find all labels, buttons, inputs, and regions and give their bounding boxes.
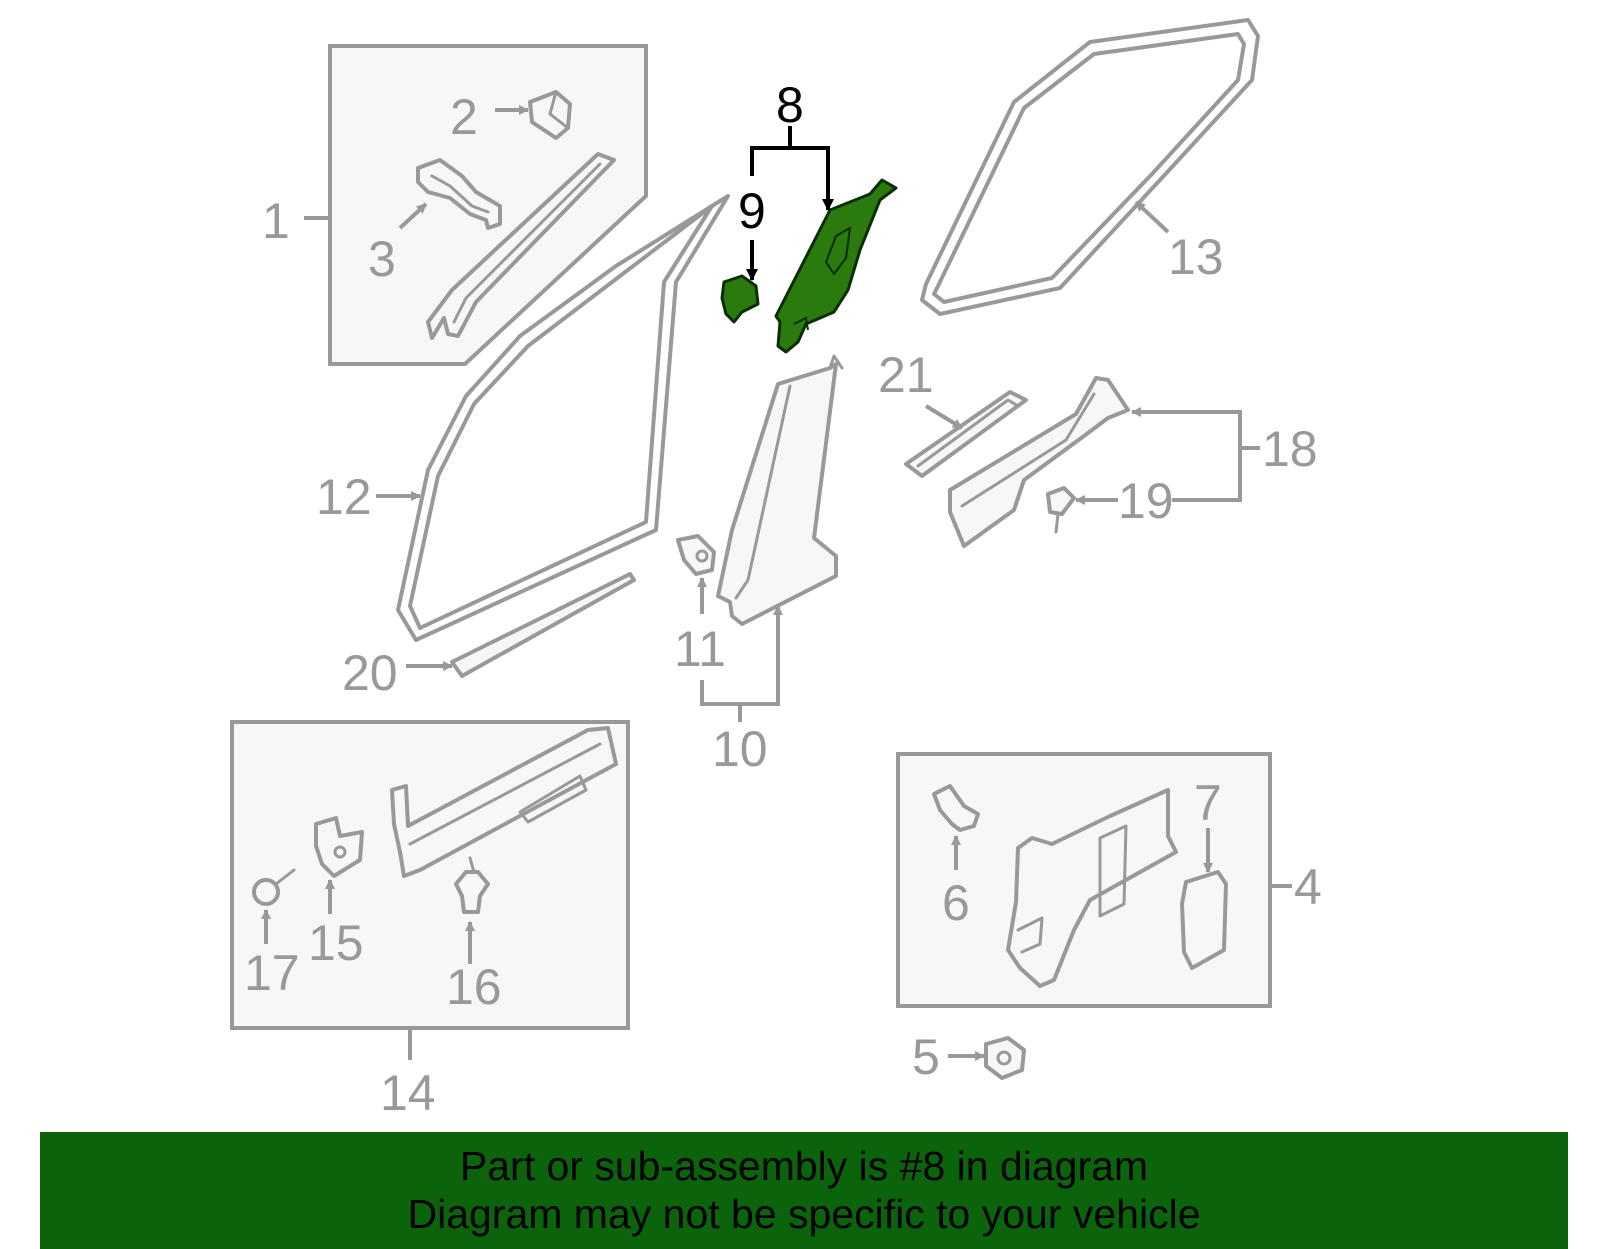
assembly-box-1 <box>304 44 648 366</box>
callout-17: 17 <box>244 945 300 1001</box>
callout-9: 9 <box>738 183 766 239</box>
callout-16: 16 <box>446 959 502 1015</box>
callout-15: 15 <box>308 915 364 971</box>
callout-6: 6 <box>942 875 970 931</box>
callout-11: 11 <box>674 621 726 677</box>
clip-part-9 <box>720 274 760 324</box>
callout-19: 19 <box>1118 473 1174 529</box>
callout-3: 3 <box>368 231 396 287</box>
clip-part-6 <box>932 784 980 832</box>
nut-part-5 <box>984 1036 1026 1080</box>
trim-strip-part-1 <box>426 152 616 340</box>
callout-10: 10 <box>712 721 768 777</box>
assembly-box-14 <box>230 720 630 1060</box>
banner-line-1: Part or sub-assembly is #8 in diagram <box>459 1143 1149 1189</box>
callout-12: 12 <box>316 469 372 525</box>
assembly-box-4 <box>896 752 1292 1008</box>
scuff-plate-part-21 <box>904 390 1028 478</box>
sill-strip-part-20 <box>450 572 636 678</box>
striker-part-3 <box>416 158 502 230</box>
weatherstrip-part-12 <box>396 194 730 642</box>
callout-20: 20 <box>342 645 398 701</box>
weatherstrip-part-13 <box>920 18 1260 316</box>
bracket-part-15 <box>314 816 364 878</box>
info-banner: Part or sub-assembly is #8 in diagram Di… <box>40 1132 1568 1249</box>
clip-part-19 <box>1046 486 1076 534</box>
callout-2: 2 <box>450 89 478 145</box>
b-pillar-trim-part-10 <box>716 354 844 626</box>
sill-trim-part-14 <box>390 726 618 878</box>
callout-13: 13 <box>1168 229 1224 285</box>
pillar-trim-part-8[interactable] <box>774 178 898 354</box>
callout-18: 18 <box>1262 421 1318 477</box>
panel-part-7 <box>1180 870 1228 970</box>
callout-4: 4 <box>1294 859 1322 915</box>
scuff-plate-part-18 <box>948 376 1130 548</box>
callout-7: 7 <box>1194 775 1222 831</box>
quarter-trim-part-4 <box>1006 788 1178 988</box>
clip-part-11 <box>676 534 716 576</box>
bracket-part-2 <box>528 90 572 140</box>
banner-line-2: Diagram may not be specific to your vehi… <box>407 1191 1201 1237</box>
callout-8: 8 <box>776 77 804 133</box>
callout-1: 1 <box>262 193 290 249</box>
clip-part-16 <box>454 856 490 914</box>
callout-5: 5 <box>912 1029 940 1085</box>
screw-part-17 <box>252 868 296 906</box>
callout-14: 14 <box>380 1065 436 1121</box>
callout-21: 21 <box>878 347 934 403</box>
